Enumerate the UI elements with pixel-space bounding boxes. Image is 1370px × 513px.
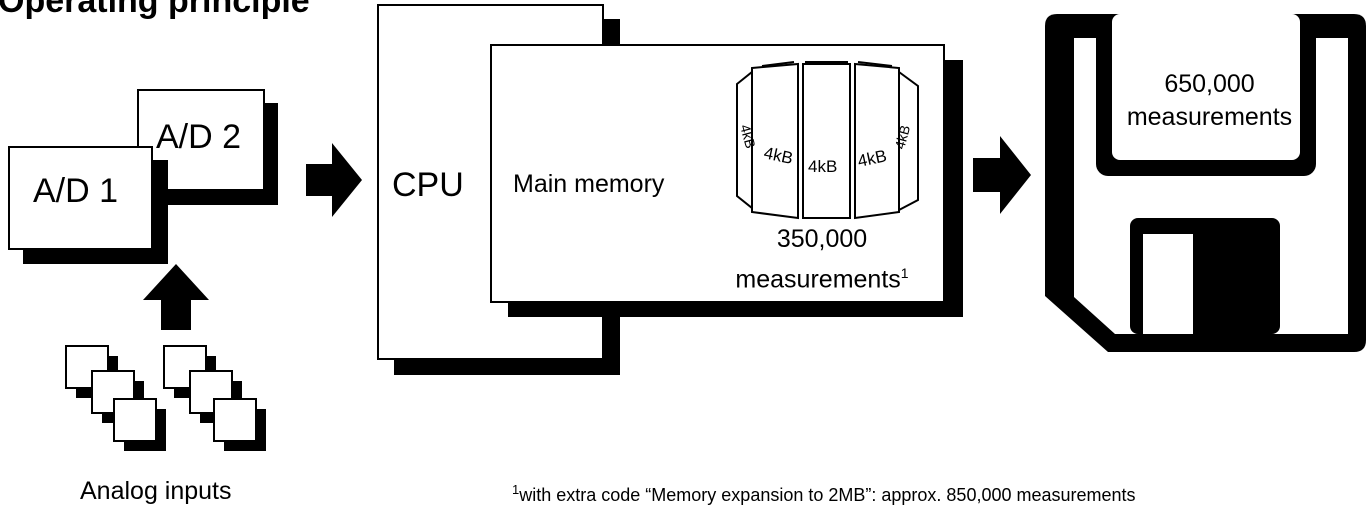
memory-capacity-value: 350,000 bbox=[776, 225, 868, 253]
disk-capacity-unit: measurements bbox=[1126, 103, 1293, 131]
analog-inputs-label: Analog inputs bbox=[80, 477, 232, 505]
memory-block-label: 4kB bbox=[808, 157, 837, 176]
memory-capacity-unit-line: measurements1 bbox=[722, 256, 922, 296]
footnote-marker: 1 bbox=[512, 482, 520, 497]
input-group-left bbox=[65, 345, 166, 451]
memory-capacity: 350,000 measurements1 bbox=[722, 222, 922, 296]
memory-block bbox=[854, 62, 900, 220]
ad1-label: A/D 1 bbox=[33, 172, 119, 210]
floppy-shutter-window bbox=[1112, 14, 1300, 160]
footnote-text: with extra code “Memory expansion to 2MB… bbox=[519, 485, 1136, 505]
ad2-label: A/D 2 bbox=[156, 118, 242, 156]
memory-capacity-unit: measurements bbox=[735, 265, 901, 294]
arrow-up-icon bbox=[143, 264, 209, 330]
cpu-label: CPU bbox=[392, 166, 464, 204]
footnote: 1with extra code “Memory expansion to 2M… bbox=[512, 482, 1136, 506]
memory-label: Main memory bbox=[513, 170, 665, 198]
memory-block bbox=[898, 70, 919, 212]
input-group-right bbox=[163, 345, 266, 451]
memory-block-label: 4kB bbox=[737, 123, 759, 150]
ad1-box bbox=[8, 146, 153, 250]
memory-block-label: 4kB bbox=[891, 123, 913, 150]
arrow-right-icon bbox=[973, 136, 1031, 214]
memory-block bbox=[751, 62, 799, 220]
disk-capacity: 650,000 measurements bbox=[1112, 68, 1307, 134]
diagram-title: Operating principle bbox=[0, 0, 310, 20]
memory-block bbox=[761, 61, 893, 67]
disk-capacity-value: 650,000 bbox=[1164, 70, 1255, 98]
floppy-slot-hole bbox=[1143, 234, 1193, 334]
memory-footnote-marker: 1 bbox=[900, 265, 909, 281]
arrow-right-icon bbox=[306, 143, 362, 217]
memory-block bbox=[802, 63, 851, 219]
